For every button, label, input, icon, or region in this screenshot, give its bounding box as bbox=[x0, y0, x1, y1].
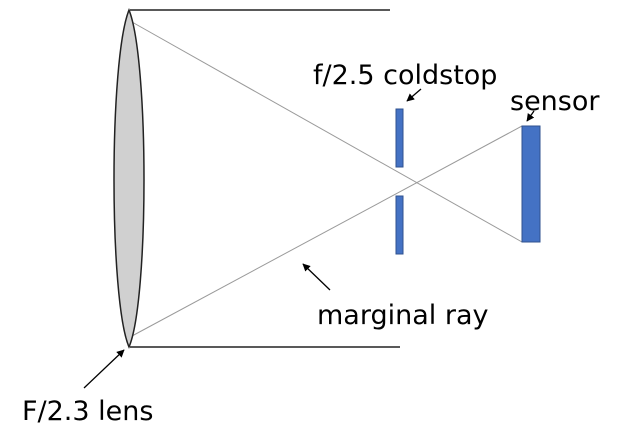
sensor-label: sensor bbox=[510, 86, 600, 117]
marginal-ray-label: marginal ray bbox=[317, 300, 489, 331]
lens-label: F/2.3 lens bbox=[22, 396, 153, 427]
sensor bbox=[521, 125, 541, 243]
lens-arrow bbox=[83, 349, 125, 389]
marginal-ray-top bbox=[131, 21, 523, 243]
coldstop-label: f/2.5 coldstop bbox=[313, 60, 497, 91]
lens bbox=[113, 7, 145, 349]
coldstop-lower-blade bbox=[395, 195, 404, 255]
marginal-ray-arrow bbox=[302, 263, 331, 291]
coldstop-upper-blade bbox=[395, 108, 404, 168]
marginal-ray-bottom bbox=[131, 125, 523, 337]
coldstop-arrow bbox=[406, 88, 422, 102]
sensor-arrow bbox=[526, 110, 535, 122]
